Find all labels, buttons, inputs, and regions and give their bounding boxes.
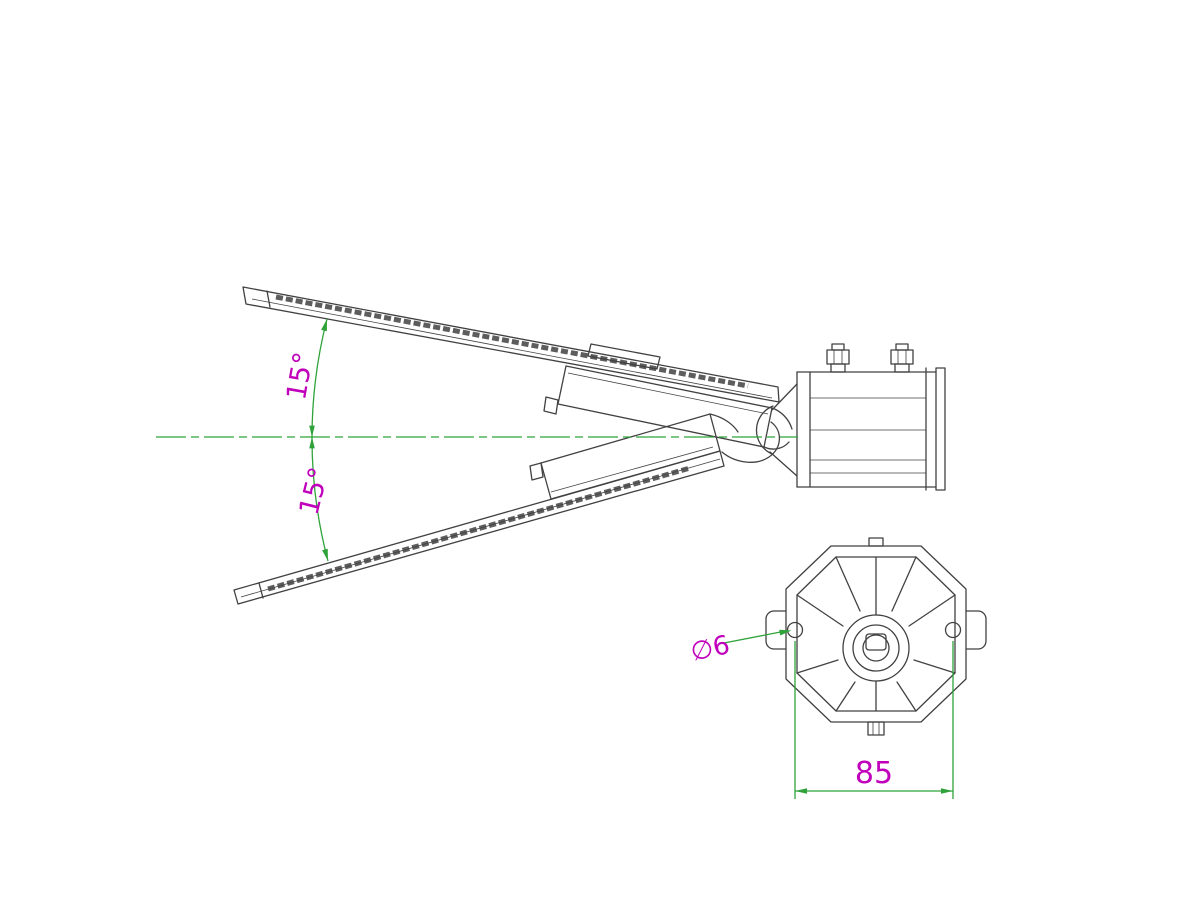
- clamp-bolt-left: [826, 343, 850, 373]
- clamp-bolt-right: [890, 343, 914, 373]
- upper-panel: [242, 286, 780, 403]
- arrowhead: [779, 629, 792, 636]
- lower-panel-hatch: [267, 465, 691, 592]
- bottom-tab: [867, 721, 885, 736]
- mounting-ear-right: [965, 610, 987, 650]
- mounting-hole-right: [944, 621, 962, 639]
- flange-ribs: [796, 556, 956, 712]
- arrowhead: [795, 788, 807, 794]
- pivot-joint: [709, 405, 793, 463]
- upper-panel-hatch: [275, 294, 749, 389]
- hub-nut: [865, 633, 887, 651]
- arrowhead: [321, 319, 327, 332]
- side-view: [233, 286, 946, 605]
- center-hub: [842, 614, 910, 682]
- bracket-end-flange: [935, 367, 946, 491]
- hole-diameter-leader: [723, 631, 781, 644]
- mounting-bracket: [769, 343, 946, 491]
- mounting-ear-left: [765, 610, 787, 650]
- flange-outer-octagon: [785, 545, 967, 723]
- luminaire-upper-position: [242, 286, 780, 448]
- hole-spacing-label: 85: [855, 756, 893, 791]
- arrowhead: [941, 788, 953, 794]
- end-view: [765, 537, 987, 736]
- arrowhead: [322, 548, 328, 561]
- hole-diameter-label: ∅6: [688, 630, 733, 667]
- arrowhead: [309, 437, 315, 449]
- arrowhead: [309, 425, 315, 437]
- top-tab: [868, 537, 884, 547]
- mounting-hole-left: [786, 621, 804, 639]
- upper-driver-housing: [557, 365, 773, 448]
- upper-panel-clamp: [587, 343, 661, 370]
- luminaire-lower-position: [233, 413, 725, 605]
- angle-lower-label: 15°: [294, 464, 336, 518]
